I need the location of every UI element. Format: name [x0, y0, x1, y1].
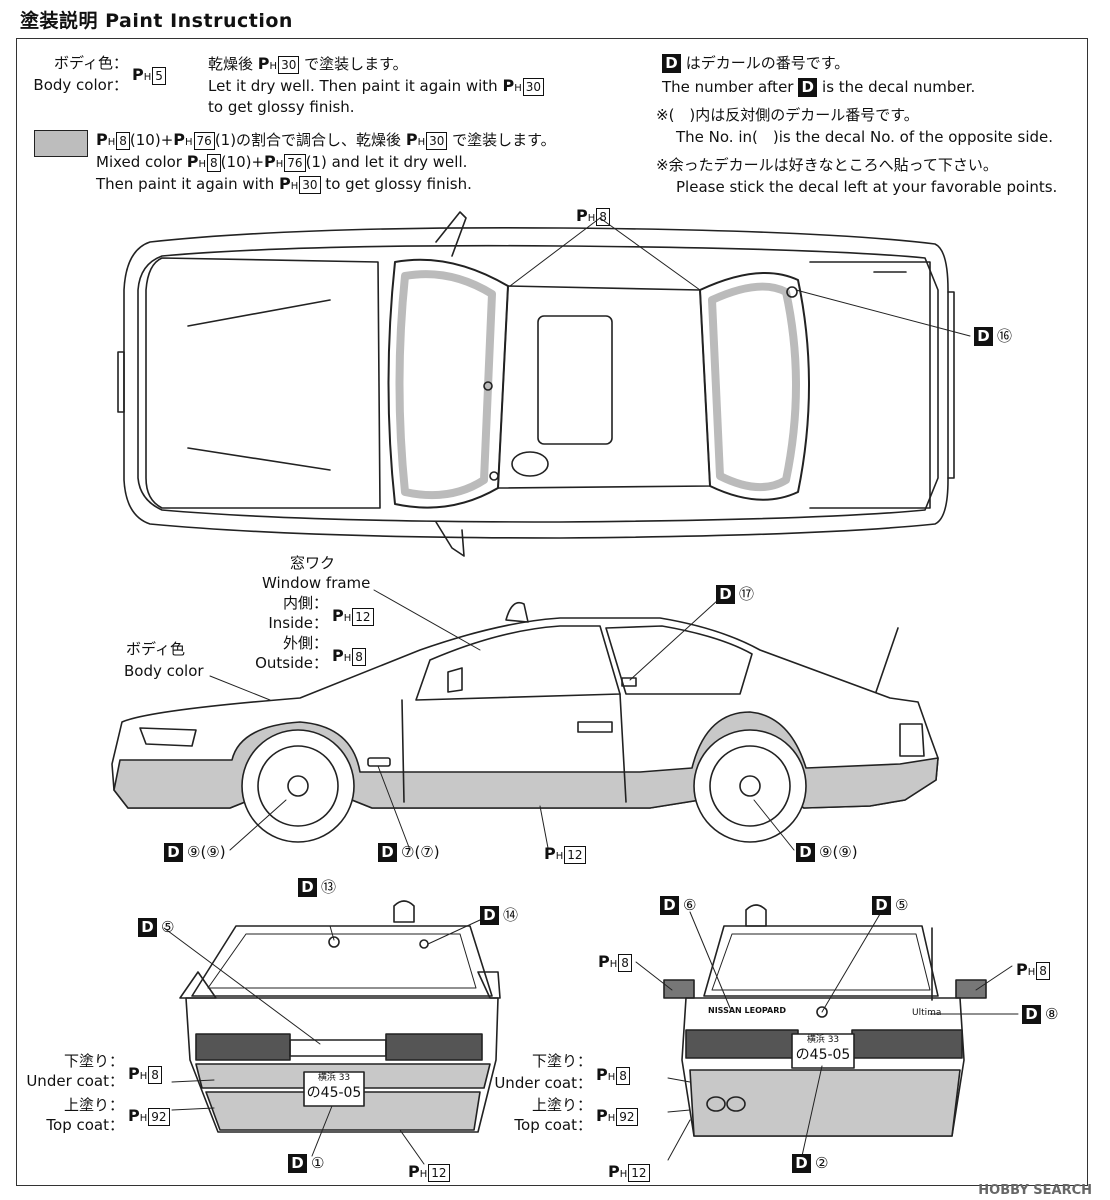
- front-top-jp: 上塗り：: [63, 1096, 124, 1114]
- decal-note-1-jp: D はデカールの番号です。: [662, 52, 849, 75]
- body-color-en: Body color：: [33, 76, 128, 94]
- rear-badge-ultima: Ultima: [912, 1008, 942, 1018]
- side-view-car: [111, 601, 939, 843]
- rear-plate-top: 横浜 33: [806, 1035, 840, 1045]
- rear-badge-leopard: NISSAN LEOPARD: [708, 1006, 786, 1015]
- watermark: HOBBY SEARCH: [978, 1183, 1092, 1198]
- window-frame-jp: 窓ワク: [290, 554, 336, 572]
- instruction-frame: [16, 38, 1088, 1186]
- decal-note-3-jp: ※余ったデカールは好きなところへ貼って下さい。: [656, 156, 998, 174]
- side-body-color-jp: ボディ色: [126, 640, 185, 658]
- decal-note-3-en: Please stick the decal left at your favo…: [676, 178, 1058, 196]
- body-color-jp: ボディ色：: [54, 54, 128, 72]
- front-plate-top: 横浜 33: [317, 1073, 351, 1083]
- top-view-car: [117, 211, 955, 557]
- front-under-en: Under coat：: [26, 1072, 124, 1090]
- leader-lines: [163, 217, 1019, 1165]
- front-under-jp: 下塗り：: [63, 1052, 124, 1070]
- rear-under-jp: 下塗り：: [531, 1052, 592, 1070]
- outside-jp: 外側：: [282, 634, 328, 652]
- outside-en: Outside：: [255, 654, 328, 672]
- front-plate-number: の45-05: [306, 1085, 362, 1101]
- rear-under-en: Under coat：: [494, 1074, 592, 1092]
- decal-note-1-en: The number after D is the decal number.: [662, 78, 976, 97]
- front-top-en: Top coat：: [46, 1116, 124, 1134]
- rear-plate-number: の45-05: [795, 1047, 851, 1063]
- mixed-color-swatch: [34, 130, 88, 157]
- side-body-color-en: Body color: [124, 662, 204, 680]
- decal-note-2-en: The No. in( )is the decal No. of the opp…: [676, 128, 1054, 146]
- rear-top-en: Top coat：: [514, 1116, 592, 1134]
- dry-instruction-en2: to get glossy finish.: [208, 98, 355, 116]
- rear-top-jp: 上塗り：: [531, 1096, 592, 1114]
- decal-note-2-jp: ※( )内は反対側のデカール番号です。: [656, 106, 919, 124]
- rear-view-car: [663, 904, 987, 1137]
- inside-en: Inside：: [268, 614, 328, 632]
- inside-jp: 内側：: [282, 594, 328, 612]
- window-frame-en: Window frame: [262, 574, 371, 592]
- page-title: 塗装説明 Paint Instruction: [20, 10, 293, 32]
- dry-instruction-en: Let it dry well. Then paint it again wit…: [208, 74, 545, 100]
